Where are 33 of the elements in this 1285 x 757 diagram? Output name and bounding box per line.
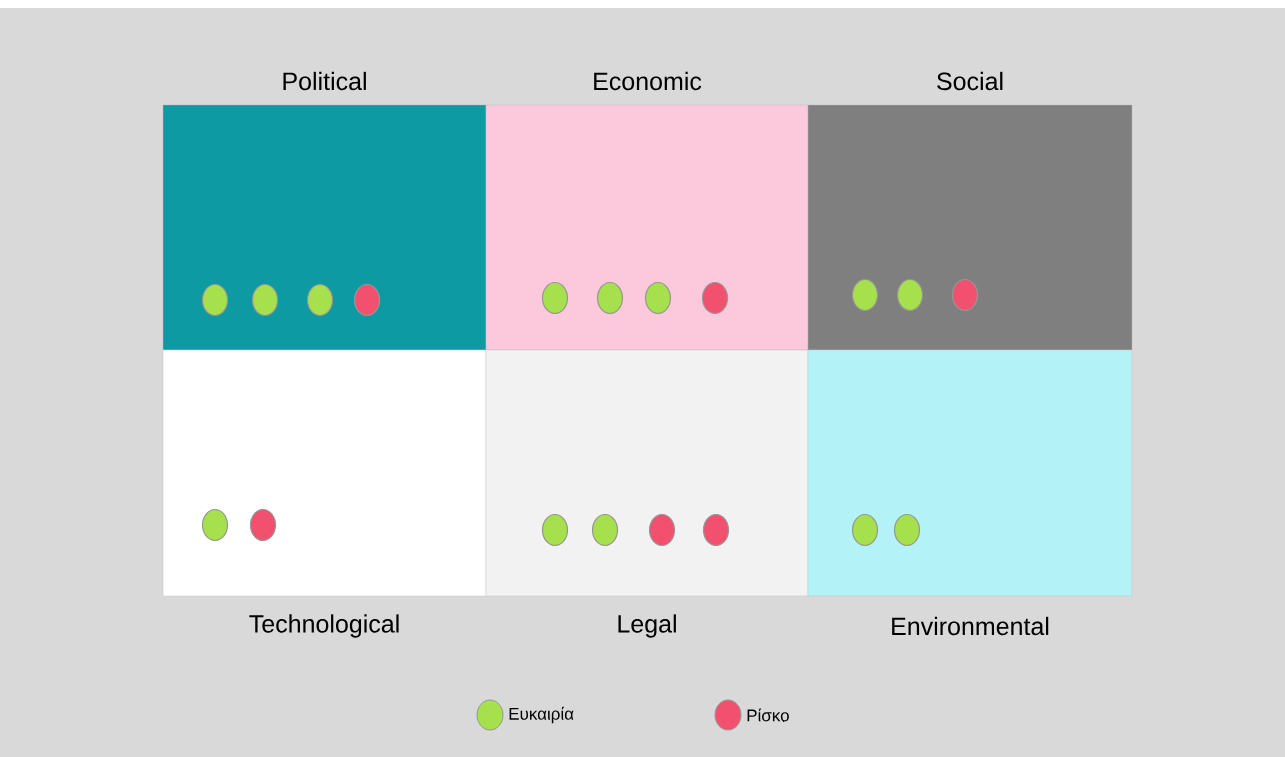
node-label: Social	[937, 71, 1003, 91]
dot	[596, 281, 624, 315]
node-label: Environmental	[892, 616, 1049, 636]
dot	[591, 513, 619, 547]
category-box: Technological	[162, 349, 487, 638]
legend-label: Ρίσκο	[747, 708, 789, 722]
dot	[893, 513, 921, 547]
dot	[896, 278, 924, 312]
category-box: Social	[807, 71, 1133, 351]
category-box: Political	[162, 71, 487, 351]
dot	[251, 283, 279, 317]
node-label: Legal	[618, 614, 676, 638]
dot	[851, 513, 879, 547]
dot	[648, 513, 676, 547]
dot	[851, 278, 879, 312]
dot	[306, 283, 334, 317]
dot	[541, 281, 569, 315]
dot	[701, 281, 729, 315]
dot	[201, 283, 229, 317]
dot	[702, 513, 730, 547]
dot	[644, 281, 672, 315]
dot	[353, 283, 381, 317]
legend-label: Ευκαιρία	[509, 706, 574, 724]
node-label: Technological	[249, 614, 399, 638]
dot	[951, 278, 979, 312]
category-box: Economic	[485, 71, 809, 351]
category-box: Environmental	[807, 349, 1133, 636]
node-label: Economic	[594, 71, 702, 91]
dot	[249, 508, 277, 542]
dot	[541, 513, 569, 547]
category-box: Legal	[485, 349, 809, 638]
dot	[201, 508, 229, 542]
node-label: Political	[283, 71, 366, 91]
